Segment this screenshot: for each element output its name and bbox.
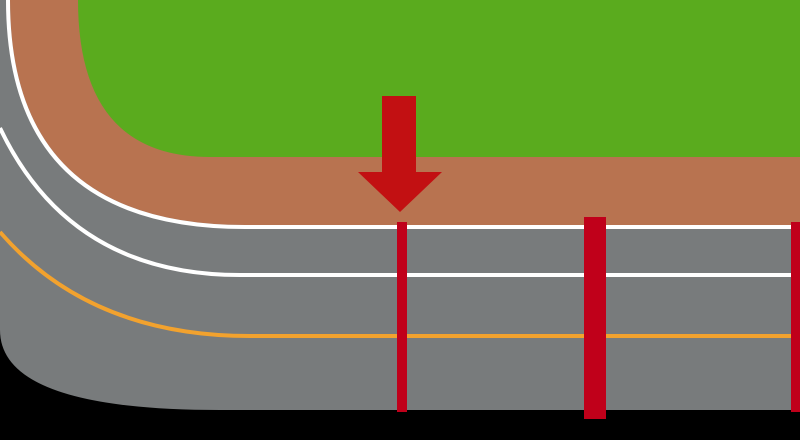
lane-line-middle bbox=[0, 127, 800, 277]
thick-post bbox=[584, 217, 606, 419]
grass-infield bbox=[78, 0, 800, 157]
edge-post bbox=[791, 222, 800, 412]
thin-post bbox=[397, 222, 407, 412]
lane-line-outer bbox=[0, 230, 800, 338]
lane-line-inner bbox=[6, 0, 800, 229]
down-arrow-icon bbox=[358, 96, 442, 212]
